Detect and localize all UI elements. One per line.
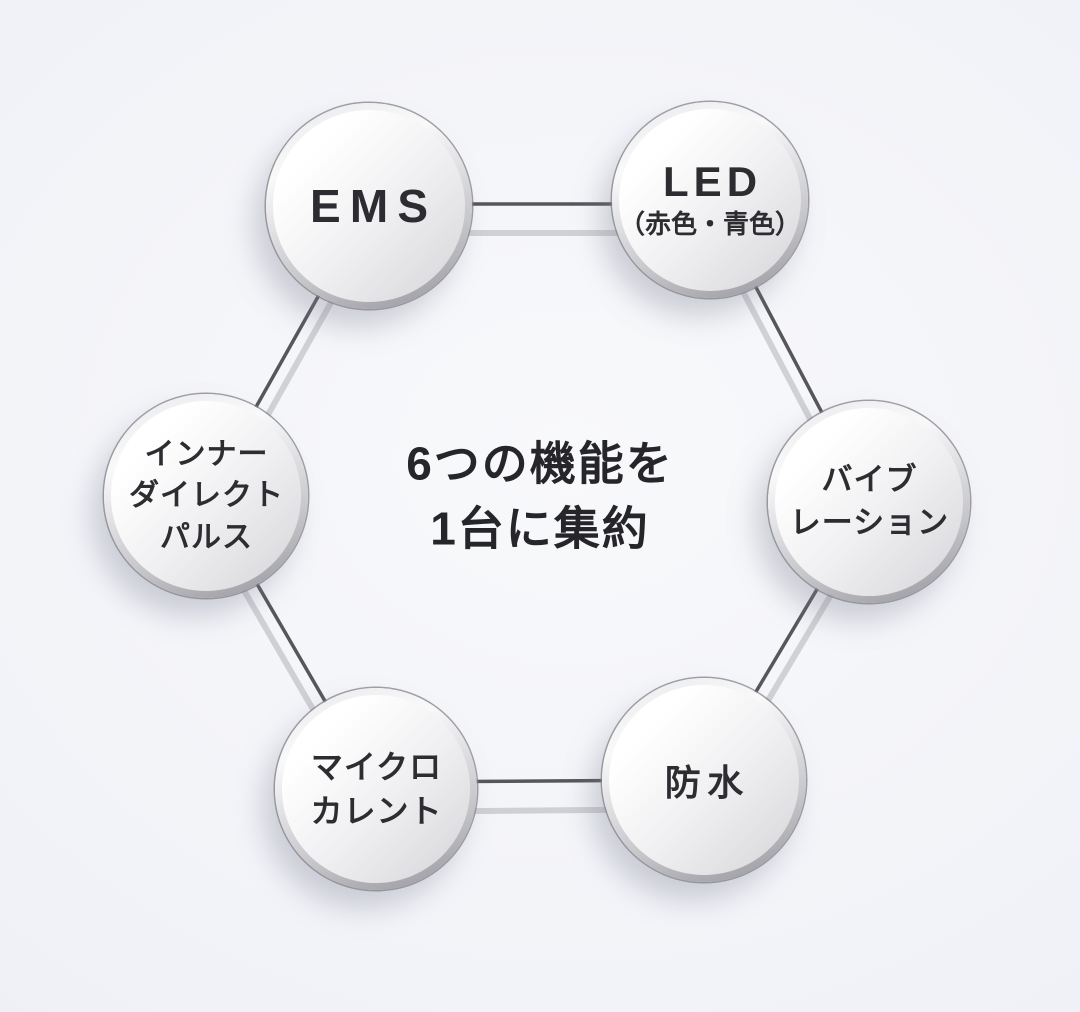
node-waterproof: 防水 xyxy=(602,678,806,882)
center-headline: 6つの機能を 1台に集約 xyxy=(406,432,674,563)
node-waterproof-face: 防水 xyxy=(609,685,799,875)
node-inner-direct-pulse-label-line3: パルス xyxy=(160,520,253,554)
node-led: LED （赤色・青色） xyxy=(612,102,808,298)
node-microcurrent-label-line2: カレント xyxy=(310,793,443,829)
node-led-label-line1: LED xyxy=(662,157,763,205)
node-led-face: LED （赤色・青色） xyxy=(619,109,801,291)
center-headline-line2: 1台に集約 xyxy=(430,503,650,555)
node-ems-label: EMS xyxy=(309,179,438,232)
node-inner-direct-pulse-face: インナー ダイレクト パルス xyxy=(111,401,301,591)
node-vibration-label-line2: レーション xyxy=(789,505,950,540)
node-inner-direct-pulse-label-line2: ダイレクト xyxy=(129,479,284,513)
node-vibration-face: バイブ レーション xyxy=(775,408,963,596)
node-ems-face: EMS xyxy=(273,110,465,302)
center-headline-line1: 6つの機能を xyxy=(406,437,674,490)
node-inner-direct-pulse: インナー ダイレクト パルス xyxy=(104,394,308,598)
node-inner-direct-pulse-label-line1: インナー xyxy=(144,437,269,471)
node-microcurrent: マイクロ カレント xyxy=(275,688,477,890)
node-led-label-line2: （赤色・青色） xyxy=(619,208,802,239)
node-vibration-label-line1: バイブ xyxy=(821,462,918,498)
node-microcurrent-face: マイクロ カレント xyxy=(282,695,470,883)
node-microcurrent-label-line1: マイクロ xyxy=(310,748,443,785)
node-ems: EMS xyxy=(266,103,472,309)
node-waterproof-label: 防水 xyxy=(664,762,750,803)
node-vibration: バイブ レーション xyxy=(768,401,970,603)
